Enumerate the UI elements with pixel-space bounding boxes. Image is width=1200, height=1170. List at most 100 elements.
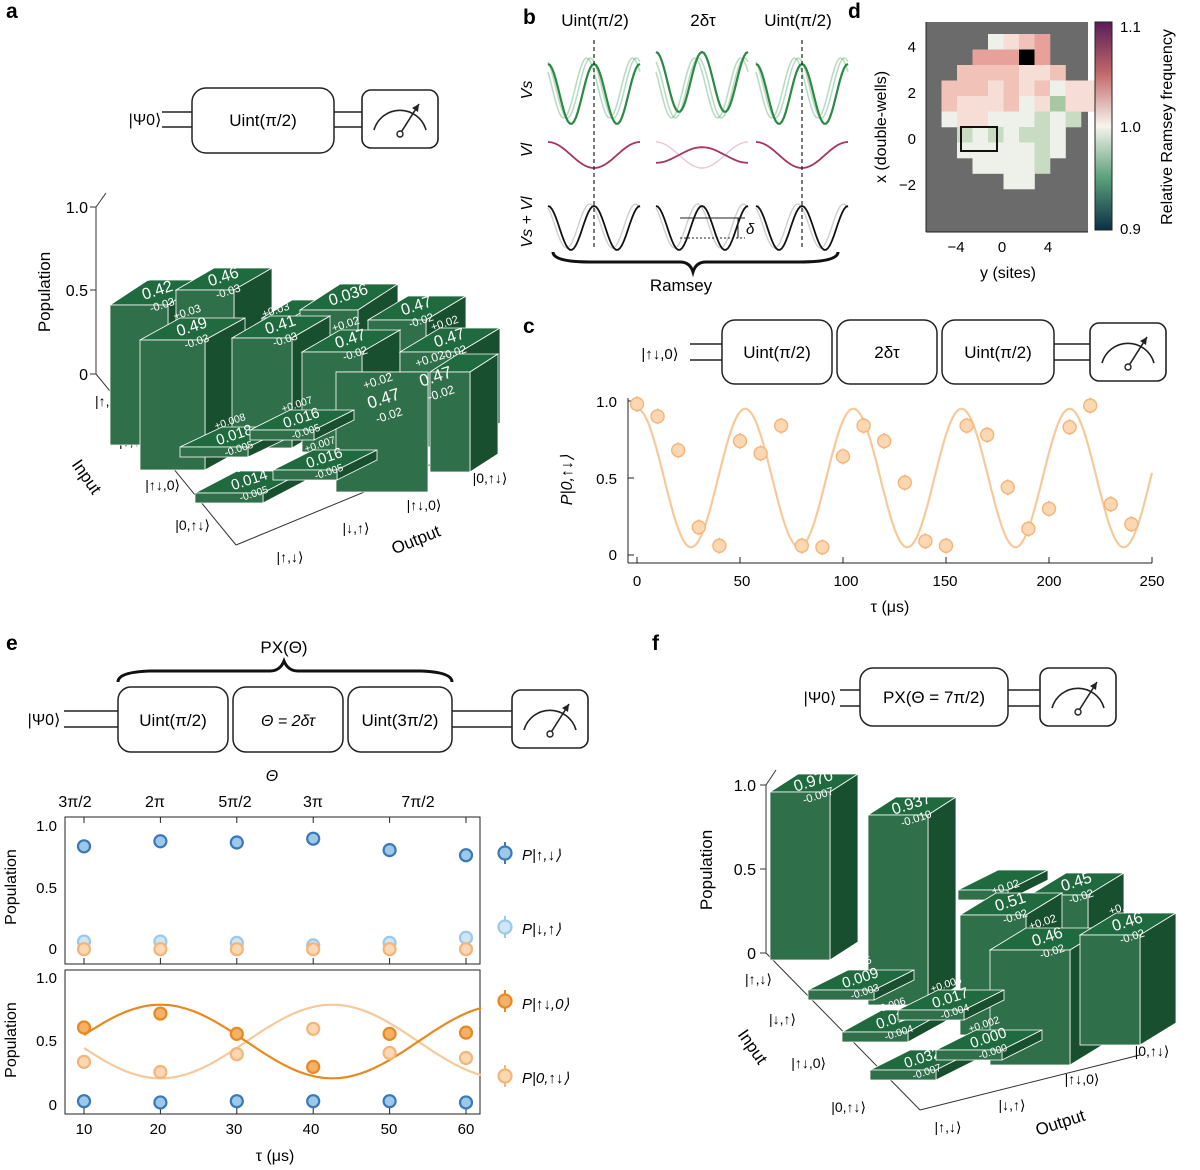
circuit-c-gate: Uint(π/2) xyxy=(964,343,1031,362)
c-plot xyxy=(629,396,1154,556)
e-top-point xyxy=(382,942,397,957)
c-data-point xyxy=(671,443,686,458)
f-ztick-1: 1.0 xyxy=(734,778,756,795)
e-ytick: 0.5 xyxy=(36,880,57,897)
e-top-frame xyxy=(64,816,481,965)
b-brace-label: Ramsey xyxy=(650,276,713,295)
e-xlabel: τ (μs) xyxy=(256,1148,295,1165)
f-input-state: |↓,↑⟩ xyxy=(769,1011,796,1027)
e-xtick: 40 xyxy=(303,1121,320,1138)
px-brace xyxy=(116,656,454,683)
bar-value-label: +0.020.47-0.02 xyxy=(360,369,407,427)
cbar-tick: 1.0 xyxy=(1120,119,1141,136)
c-data-point xyxy=(918,533,933,549)
heatmap-highlight xyxy=(960,126,998,152)
heatmap-cell xyxy=(1034,111,1051,128)
bars-f: +0.0050.970-0.007+0.0090.937-0.010+0.005… xyxy=(768,756,1178,1082)
e-top-tick: 3π/2 xyxy=(58,794,91,811)
e-xtick: 50 xyxy=(381,1121,398,1138)
bar-value-label: +0.0020.000-0.000 xyxy=(965,1014,1013,1063)
e-bottom-frame xyxy=(64,969,481,1115)
heatmap-cell xyxy=(972,49,989,66)
e-top-point xyxy=(76,942,92,957)
circuit-f-gate: PX(Θ = 7π/2) xyxy=(883,688,985,707)
potential-curves xyxy=(547,40,849,251)
c-data-point xyxy=(1041,501,1057,516)
c-data-point xyxy=(938,538,954,553)
bar: +0.020.46-0.02 xyxy=(1078,898,1178,1046)
panel-f: |Ψ0⟩ PX(Θ = 7π/2) 1.0 0.5 0 Population I… xyxy=(697,667,1178,1140)
heatmap-cell xyxy=(1019,142,1035,159)
a-ztick-1: 1.0 xyxy=(66,200,88,217)
e-top-point xyxy=(229,835,244,850)
c-data-point xyxy=(1062,419,1077,435)
heatmap-cell xyxy=(972,127,989,143)
c-data-point xyxy=(732,433,748,449)
f-output-state: |0,↑↓⟩ xyxy=(1135,1043,1170,1059)
c-data-point xyxy=(835,449,851,464)
e-top-point xyxy=(306,831,321,846)
panel-e: PX(Θ) |Ψ0⟩ Uint(π/2) Θ = 2δτ Uint(3π/2) … xyxy=(3,638,589,1165)
heatmap-cell xyxy=(988,111,1004,128)
e-ticks xyxy=(83,817,467,1114)
bar-value-label: +0.020.47-0.02 xyxy=(395,281,438,331)
b-delta: δ xyxy=(746,221,755,238)
e-brace-label: PX(Θ) xyxy=(260,638,307,657)
heatmap-cell xyxy=(957,111,973,128)
heatmap-cell xyxy=(957,127,973,143)
legend-marker xyxy=(497,993,513,1009)
e-top-point xyxy=(458,942,474,957)
e-bottom-point xyxy=(76,1020,92,1035)
heatmap-cell xyxy=(1050,142,1066,159)
e-legend xyxy=(497,842,513,1087)
cbar-label: Relative Ramsey frequency xyxy=(1159,29,1176,225)
c-xtick: 200 xyxy=(1036,573,1061,590)
e-top-tick: 2π xyxy=(145,794,165,811)
bar-front xyxy=(769,791,831,961)
b-col-title: Uint(π/2) xyxy=(561,11,628,30)
a-output-state: |↑,↓⟩ xyxy=(277,549,304,565)
meter-icon xyxy=(361,89,439,149)
e-bottom-point xyxy=(229,1047,244,1062)
heatmap-cell xyxy=(1003,80,1020,97)
bar-side xyxy=(1139,912,1177,1046)
c-ytick: 0 xyxy=(609,547,617,564)
potential-curve xyxy=(547,203,641,249)
bar-front xyxy=(249,429,315,441)
cbar-tick: 0.9 xyxy=(1120,221,1141,238)
e-top-tick: 5π/2 xyxy=(218,794,251,811)
meter-icon xyxy=(1089,322,1167,382)
heatmap-cell xyxy=(1034,34,1051,50)
e-bottom-point xyxy=(306,1094,321,1109)
e-top-point xyxy=(153,942,168,957)
heatmap-cell xyxy=(1034,96,1051,112)
c-data-point xyxy=(959,418,974,433)
cbar-tick: 1.1 xyxy=(1120,19,1141,36)
d-ytick: 0 xyxy=(908,131,916,148)
a-zlabel: Population xyxy=(35,252,54,332)
circuit-c xyxy=(690,319,1090,385)
d-xtick: 4 xyxy=(1044,239,1052,256)
circuit-a-gate: Uint(π/2) xyxy=(229,111,296,130)
heatmap-cell xyxy=(1003,34,1020,50)
circuit-e-input: |Ψ0⟩ xyxy=(28,712,61,729)
e-top-point xyxy=(153,834,168,849)
heatmap-cell xyxy=(1019,49,1035,66)
ramsey-brace xyxy=(551,251,840,278)
potential-curve xyxy=(755,205,849,251)
c-ytick: 0.5 xyxy=(596,471,617,488)
e-ytick: 0.5 xyxy=(36,1033,57,1050)
heatmap-cell xyxy=(1034,158,1051,174)
e-plot xyxy=(76,831,482,1110)
e-bottom-point xyxy=(306,1059,321,1075)
meter-icon xyxy=(1039,667,1117,727)
c-data-point xyxy=(1124,517,1139,532)
a-input-axis: Input xyxy=(68,456,105,498)
colorbar xyxy=(1094,21,1113,231)
bar-side xyxy=(829,773,859,961)
bar-front xyxy=(272,469,338,481)
bar: +0.0050.970-0.007 xyxy=(768,756,860,961)
a-input-state: |↑↓,0⟩ xyxy=(145,477,180,493)
heatmap-cell xyxy=(1003,96,1020,112)
c-xlabel: τ (μs) xyxy=(871,599,910,616)
